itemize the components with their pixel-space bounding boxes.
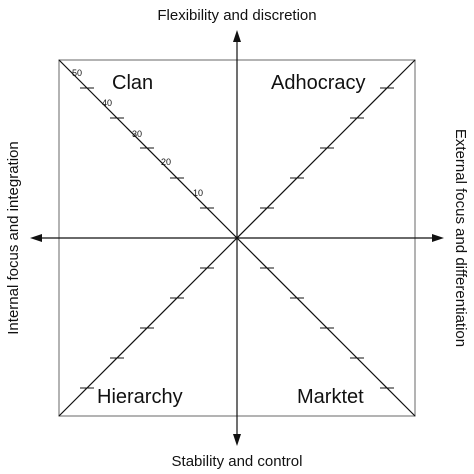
tick-label-30: 30 xyxy=(132,129,142,139)
scale-ticks xyxy=(80,87,394,389)
axis-label-top: Flexibility and discretion xyxy=(157,7,316,24)
axis-label-right: External focus and differentiation xyxy=(452,129,469,347)
quadrant-clan-label: Clan xyxy=(112,72,153,94)
axis-label-left: Internal focus and integration xyxy=(5,141,22,334)
quadrant-market-label: Marktet xyxy=(297,386,364,408)
tick-label-10: 10 xyxy=(193,188,203,198)
tick-label-20: 20 xyxy=(161,157,171,167)
arrow-up-icon xyxy=(233,30,241,42)
quadrant-hierarchy-label: Hierarchy xyxy=(97,386,183,408)
tick-label-40: 40 xyxy=(102,98,112,108)
arrow-down-icon xyxy=(233,434,241,446)
tick-label-50: 50 xyxy=(72,68,82,78)
arrow-left-icon xyxy=(30,234,42,242)
quadrant-adhocracy-label: Adhocracy xyxy=(271,72,366,94)
axis-label-bottom: Stability and control xyxy=(172,453,303,470)
arrow-right-icon xyxy=(432,234,444,242)
